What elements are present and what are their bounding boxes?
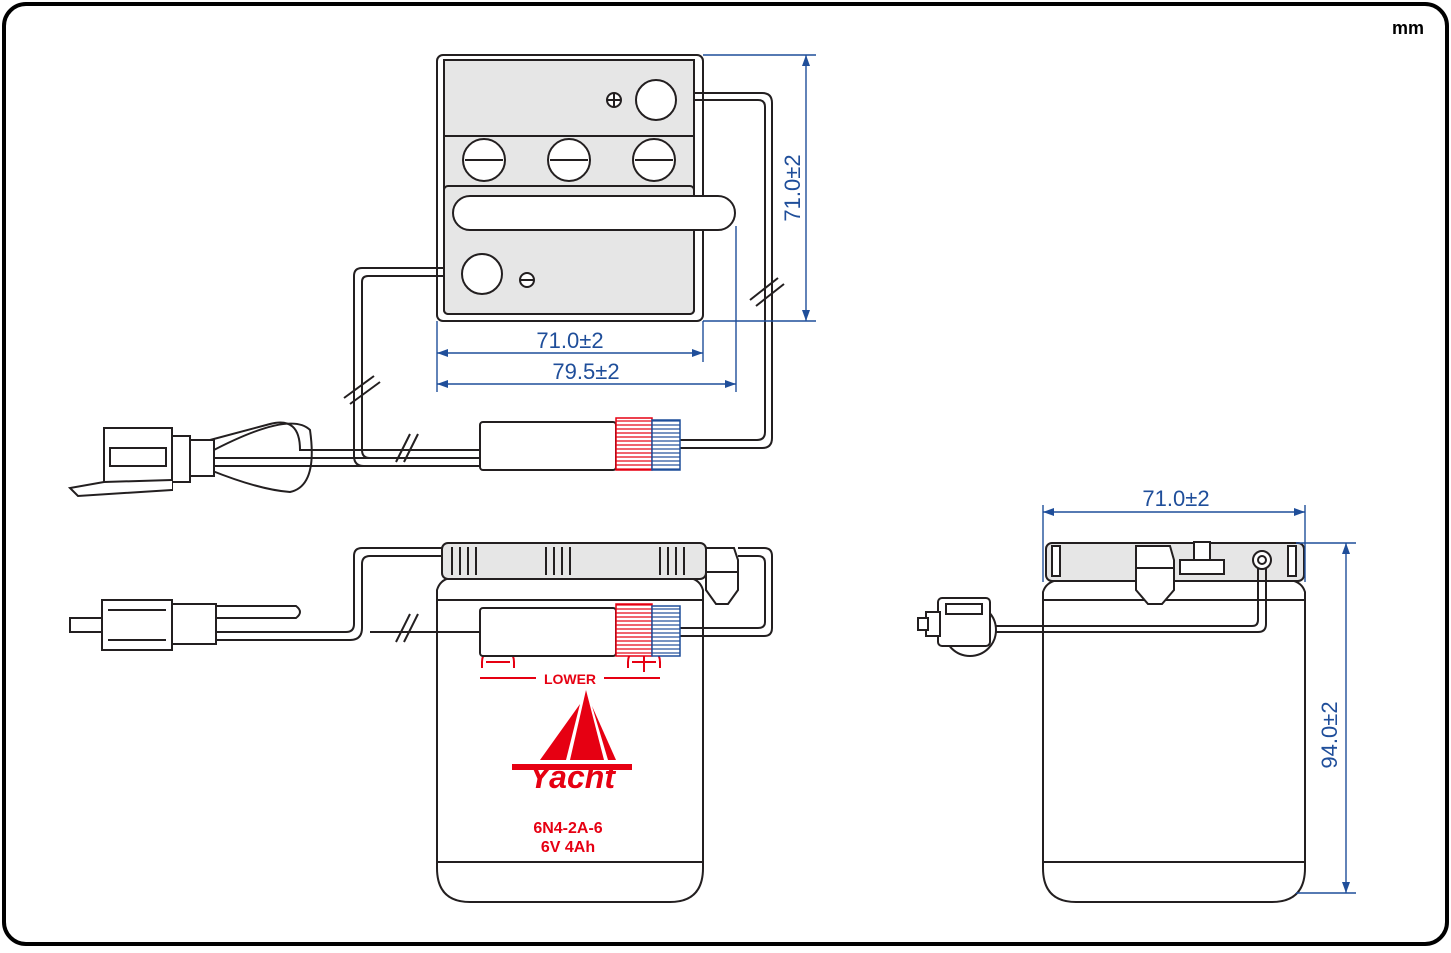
top-view xyxy=(436,54,736,322)
vent-nozzle xyxy=(705,547,739,605)
dim-top-width-outer: 79.5±2 xyxy=(552,359,619,384)
fuse-cap-blue-top xyxy=(651,419,681,471)
top-view-dimensions: 71.0±2 71.0±2 79.5±2 xyxy=(436,54,816,392)
unit-label: mm xyxy=(1392,18,1424,38)
connector-front-pin xyxy=(69,617,103,633)
side-view-body xyxy=(1042,599,1306,903)
top-view-outline xyxy=(436,54,704,322)
connector-front xyxy=(101,599,173,651)
fuse-cap-red-front xyxy=(615,603,653,657)
front-view-body xyxy=(436,599,704,903)
dim-top-width-inner: 71.0±2 xyxy=(536,328,603,353)
side-vent-nozzle xyxy=(1135,545,1175,605)
top-view-wires xyxy=(67,92,785,498)
model-label: 6N4-2A-6 xyxy=(533,820,602,837)
vent-channel xyxy=(452,195,736,231)
terminal-vent-cap xyxy=(635,79,677,121)
side-view-dimensions: 71.0±2 94.0±2 xyxy=(1042,486,1356,894)
fuse-cap-red-top xyxy=(615,417,653,471)
brand-name: Yacht xyxy=(529,759,616,795)
side-view xyxy=(917,541,1306,903)
negative-terminal-cap xyxy=(461,253,503,295)
fuse-holder-top xyxy=(479,421,617,471)
front-view-lid xyxy=(441,542,707,580)
fuse-holder-front xyxy=(479,607,617,657)
front-view-wires xyxy=(69,547,773,657)
yacht-logo: Yacht xyxy=(512,690,632,795)
dim-side-width: 71.0±2 xyxy=(1142,486,1209,511)
dim-top-height: 71.0±2 xyxy=(780,154,805,221)
front-view: LOWER Yacht 6N4-2A-6 6V 4Ah xyxy=(436,542,739,903)
rating-label: 6V 4Ah xyxy=(541,839,595,856)
dim-side-height: 94.0±2 xyxy=(1317,701,1342,768)
fuse-cap-blue-front xyxy=(651,605,681,657)
lower-level-label: LOWER xyxy=(544,671,596,687)
